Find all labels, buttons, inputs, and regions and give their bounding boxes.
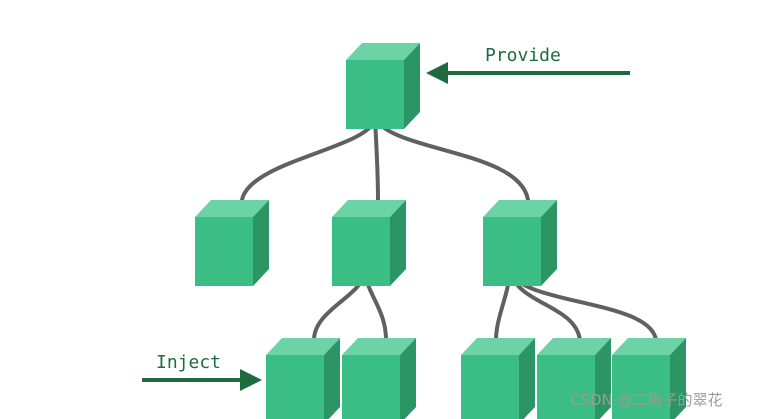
leaf-cube-icon-1 — [266, 338, 340, 419]
edge-root-to-middle-child — [373, 116, 380, 202]
leaf-cube-icon-3 — [461, 338, 535, 419]
tree-edges — [240, 116, 658, 342]
inject-arrow-icon — [142, 369, 262, 391]
child-cube-icon-middle — [332, 200, 406, 286]
child-cube-icon-right — [483, 200, 557, 286]
edge-root-to-right-child — [373, 116, 530, 202]
root-cube-icon — [346, 43, 420, 129]
leaf-cube-icon-2 — [342, 338, 416, 419]
provide-label: Provide — [485, 45, 561, 66]
csdn-watermark: CSDN @二狗子的翠花 — [570, 391, 723, 409]
inject-label: Inject — [156, 352, 221, 373]
child-cube-icon-left — [195, 200, 269, 286]
provide-arrow-icon — [426, 62, 630, 84]
edge-root-to-left-child — [240, 116, 377, 202]
